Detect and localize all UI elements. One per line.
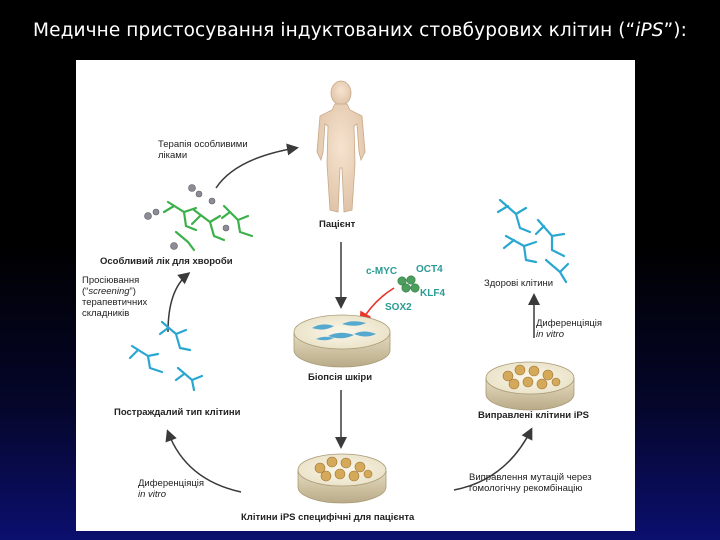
gene-sox2: SOX2 [385, 302, 412, 313]
title-ips: iPS [635, 20, 664, 41]
label-disease-drug: Особливий лік для хвороби [100, 256, 233, 267]
label-diff-left: Диференціяція in vitro [138, 478, 204, 500]
label-correction: Виправлення мутацій через гомологічну ре… [469, 472, 592, 494]
label-therapy: Терапія особливими ліками [158, 139, 248, 161]
arrow-affected-to-drug [167, 272, 191, 333]
arrow-drug-to-patient [215, 143, 299, 189]
patient-figure [316, 80, 366, 213]
label-ips-patient: Клітини iPS специфічні для пацієнта [241, 512, 415, 523]
diff-right-line-1: Диференціяція [536, 318, 603, 329]
label-skin-biopsy: Біопсія шкіри [308, 372, 373, 383]
title-text: Медичне пристосування індуктованих стовб… [33, 20, 636, 41]
arrow-ips-to-corrected [453, 427, 533, 491]
drug-molecules [144, 184, 230, 250]
affected-neurons [128, 320, 204, 392]
drug-treated-neurons [162, 200, 254, 252]
correction-line-1: Виправлення мутацій через [469, 472, 592, 483]
ips-diagram: Пацієнт Біопсія шкіри Клітини iPS специф… [76, 60, 635, 531]
screening-line-2: (“screening”) [82, 286, 136, 297]
screening-line-1: Просіювання [82, 275, 140, 286]
therapy-line-2: ліками [158, 150, 188, 161]
label-patient: Пацієнт [319, 219, 356, 230]
gene-klf4: KLF4 [420, 288, 445, 299]
ips-patient-dish [297, 453, 387, 504]
gene-oct4: OCT4 [416, 264, 443, 275]
diff-right-line-2: in vitro [536, 329, 564, 340]
factor-spheres [397, 275, 420, 293]
corrected-ips-dish [485, 361, 575, 411]
label-screening: Просіювання (“screening”) терапевтичних … [82, 275, 147, 319]
skin-biopsy-dish [293, 314, 391, 368]
label-corrected-ips: Виправлені клітини iPS [478, 410, 590, 421]
therapy-line-1: Терапія особливими [158, 139, 248, 150]
healthy-neurons [496, 198, 570, 284]
arrow-ips-to-affected [165, 429, 242, 493]
slide-title: Медичне пристосування індуктованих стовб… [0, 20, 720, 41]
diff-left-line-2: in vitro [138, 489, 166, 500]
diagram-graphics [128, 80, 575, 504]
screening-line-4: складників [82, 308, 130, 319]
diff-left-line-1: Диференціяція [138, 478, 205, 489]
screening-line-3: терапевтичних [82, 297, 148, 308]
label-affected-cells: Постраждалий тип клітини [114, 407, 241, 418]
gene-cmyc: c-MYC [366, 266, 398, 277]
correction-line-2: гомологічну рекомбінацію [469, 483, 583, 494]
label-healthy-cells: Здорові клітини [484, 278, 554, 289]
label-diff-right: Диференціяція in vitro [536, 318, 602, 340]
title-end: ”): [663, 20, 687, 41]
